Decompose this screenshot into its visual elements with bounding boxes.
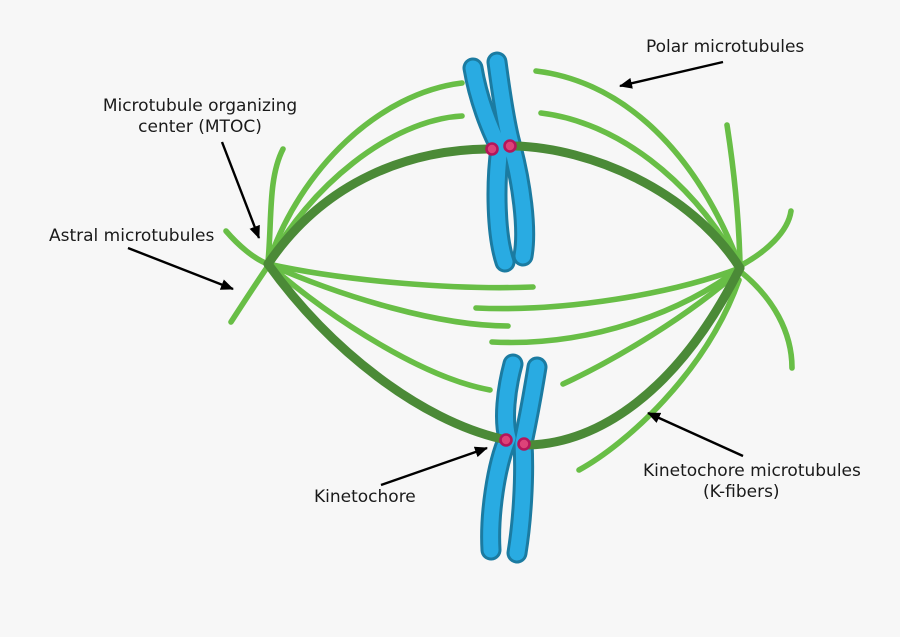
- polar-microtubule: [576, 277, 742, 473]
- label-kinetochore-microtubules: Kinetochore microtubules (K-fibers): [643, 461, 861, 503]
- polar-microtubule: [265, 261, 511, 329]
- polar-microtubule: [265, 80, 465, 267]
- kinetochore-dot: [485, 142, 499, 156]
- astral-microtubule: [228, 263, 271, 325]
- kinetochore-dot: [499, 433, 513, 447]
- polar-microtubule: [265, 261, 536, 291]
- label-kfibers-line2: (K-fibers): [703, 482, 780, 502]
- astral-microtubule: [737, 208, 794, 269]
- label-mtoc: Microtubule organizing center (MTOC): [58, 96, 342, 138]
- polar-microtubule: [265, 113, 465, 267]
- chromosome-top: [462, 51, 536, 273]
- kinetochore-dot: [517, 437, 531, 451]
- kinetochore-microtubules: [263, 141, 745, 450]
- polar-microtubule: [533, 68, 743, 269]
- label-mtoc-line1: Microtubule organizing: [102, 96, 298, 116]
- polar-microtubule: [560, 267, 743, 387]
- astral-microtubule: [265, 146, 286, 265]
- astral-microtubule: [223, 228, 271, 267]
- label-kinetochore: Kinetochore: [314, 487, 416, 507]
- polar-microtubule: [473, 265, 743, 312]
- arrow-kinetochore: [380, 446, 488, 487]
- k-fiber: [263, 144, 492, 269]
- kinetochores: [485, 139, 531, 451]
- arrow-kfibers: [647, 411, 744, 458]
- kinetochore-dot: [503, 139, 517, 153]
- arrow-mtoc: [220, 141, 261, 239]
- polar-microtubule: [538, 110, 743, 270]
- k-fiber: [524, 263, 745, 450]
- k-fiber: [510, 141, 745, 273]
- label-kfibers-line1: Kinetochore microtubules: [643, 461, 861, 481]
- chromatid: [465, 60, 513, 270]
- label-mtoc-line2: center (MTOC): [138, 117, 262, 137]
- polar-microtubule: [489, 265, 743, 346]
- arrow-astral: [127, 246, 234, 291]
- label-polar-microtubules: Polar microtubules: [646, 37, 805, 57]
- chromosome-bottom: [480, 353, 548, 564]
- astral-microtubule: [724, 122, 743, 268]
- annotation-arrows: [127, 60, 744, 487]
- label-astral-microtubules: Astral microtubules: [49, 226, 215, 246]
- polar-microtubule: [265, 261, 493, 393]
- astral-microtubule: [738, 269, 795, 371]
- k-fiber: [263, 259, 507, 444]
- arrow-polar: [619, 60, 724, 89]
